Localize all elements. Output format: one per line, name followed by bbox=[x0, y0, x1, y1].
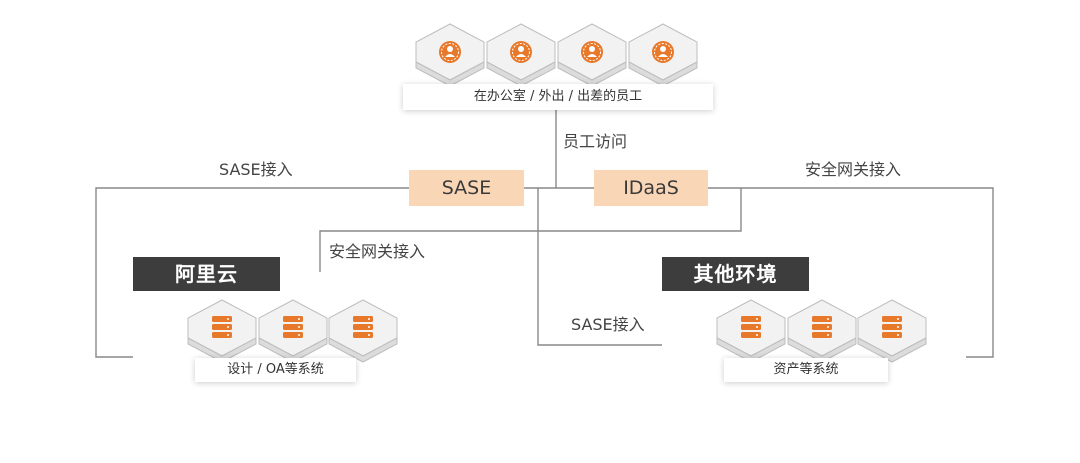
server-icon bbox=[353, 316, 373, 338]
sase-left-line bbox=[95, 187, 409, 358]
aliyun-caption: 设计 / OA等系统 bbox=[195, 358, 356, 382]
employee-access-label: 员工访问 bbox=[563, 132, 628, 151]
sase-mid-line bbox=[537, 188, 663, 346]
server-icon bbox=[212, 316, 232, 338]
gateway-mid-line bbox=[319, 188, 742, 272]
idaas-hub: IDaaS bbox=[594, 170, 708, 206]
server-icon bbox=[283, 316, 303, 338]
gateway-mid-label: 安全网关接入 bbox=[329, 242, 426, 261]
server-icon bbox=[741, 316, 761, 338]
aliyun-title: 阿里云 bbox=[133, 257, 280, 291]
employee-icon bbox=[651, 40, 675, 64]
server-icon bbox=[812, 316, 832, 338]
employees-caption: 在办公室 / 外出 / 出差的员工 bbox=[403, 84, 713, 110]
sase-hub: SASE bbox=[409, 170, 524, 206]
gateway-right-label: 安全网关接入 bbox=[805, 160, 902, 179]
connector-lines bbox=[95, 110, 994, 358]
employee-cubes bbox=[415, 23, 698, 87]
employee-icon bbox=[438, 40, 462, 64]
other-env-caption: 资产等系统 bbox=[724, 358, 888, 382]
server-icon bbox=[882, 316, 902, 338]
sase-left-label: SASE接入 bbox=[219, 160, 293, 179]
other-env-title: 其他环境 bbox=[662, 257, 809, 291]
sase-mid-label: SASE接入 bbox=[571, 315, 645, 334]
gateway-right-line bbox=[708, 187, 994, 358]
employee-icon bbox=[580, 40, 604, 64]
employee-icon bbox=[509, 40, 533, 64]
